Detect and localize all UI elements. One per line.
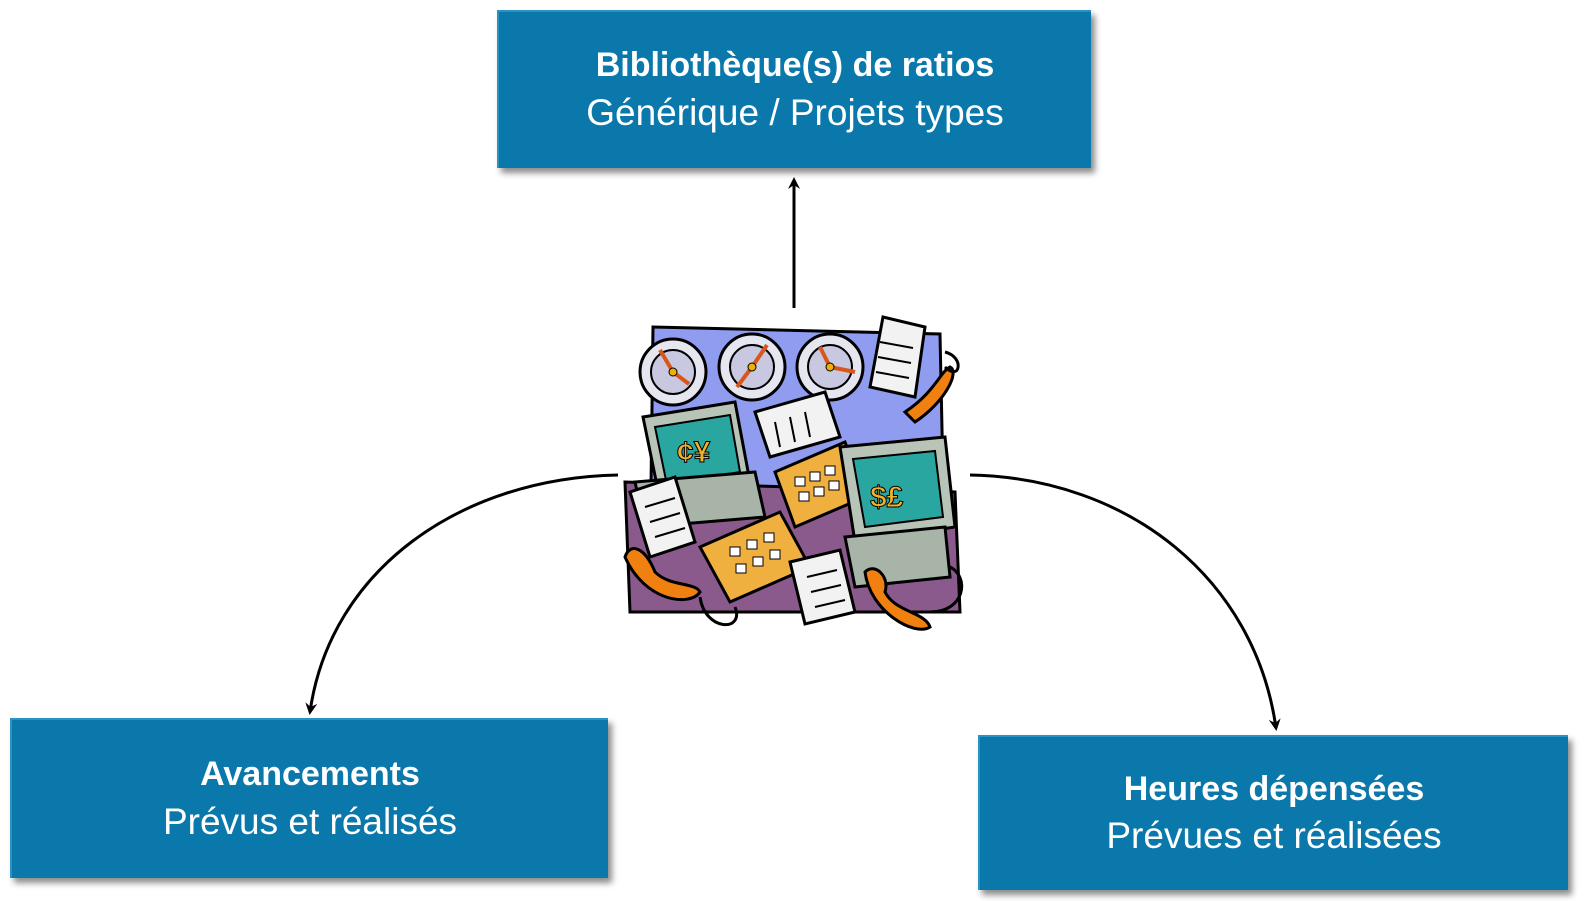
- node-progress-title: Avancements: [200, 755, 420, 793]
- clock-icon: [795, 332, 865, 402]
- office-clipart-icon: ¢¥ $£: [623, 315, 964, 631]
- node-hours-spent: Heures dépensées Prévues et réalisées: [978, 735, 1568, 890]
- monitor-icon: $£: [838, 435, 957, 589]
- phone-icon: [863, 567, 932, 631]
- edge-center-to-right: [969, 473, 1281, 731]
- document-icon: [788, 548, 857, 626]
- phone-icon: [902, 350, 960, 424]
- svg-text:$£: $£: [870, 481, 904, 514]
- node-progress: Avancements Prévus et réalisés: [10, 718, 608, 878]
- svg-text:¢¥: ¢¥: [677, 436, 711, 469]
- document-icon: [868, 315, 927, 399]
- node-ratio-library: Bibliothèque(s) de ratios Générique / Pr…: [497, 10, 1091, 168]
- document-icon: [753, 390, 842, 459]
- node-hours-spent-subtitle: Prévues et réalisées: [1106, 815, 1442, 857]
- clock-icon: [638, 337, 708, 407]
- phone-icon: [623, 547, 702, 601]
- node-ratio-library-title: Bibliothèque(s) de ratios: [595, 46, 995, 84]
- edge-center-to-left: [305, 473, 619, 715]
- node-progress-subtitle: Prévus et réalisés: [162, 800, 458, 842]
- clock-icon: [717, 332, 787, 402]
- node-hours-spent-title: Heures dépensées: [1123, 769, 1425, 808]
- node-ratio-library-subtitle: Générique / Projets types: [586, 91, 1004, 133]
- document-icon: [628, 475, 697, 559]
